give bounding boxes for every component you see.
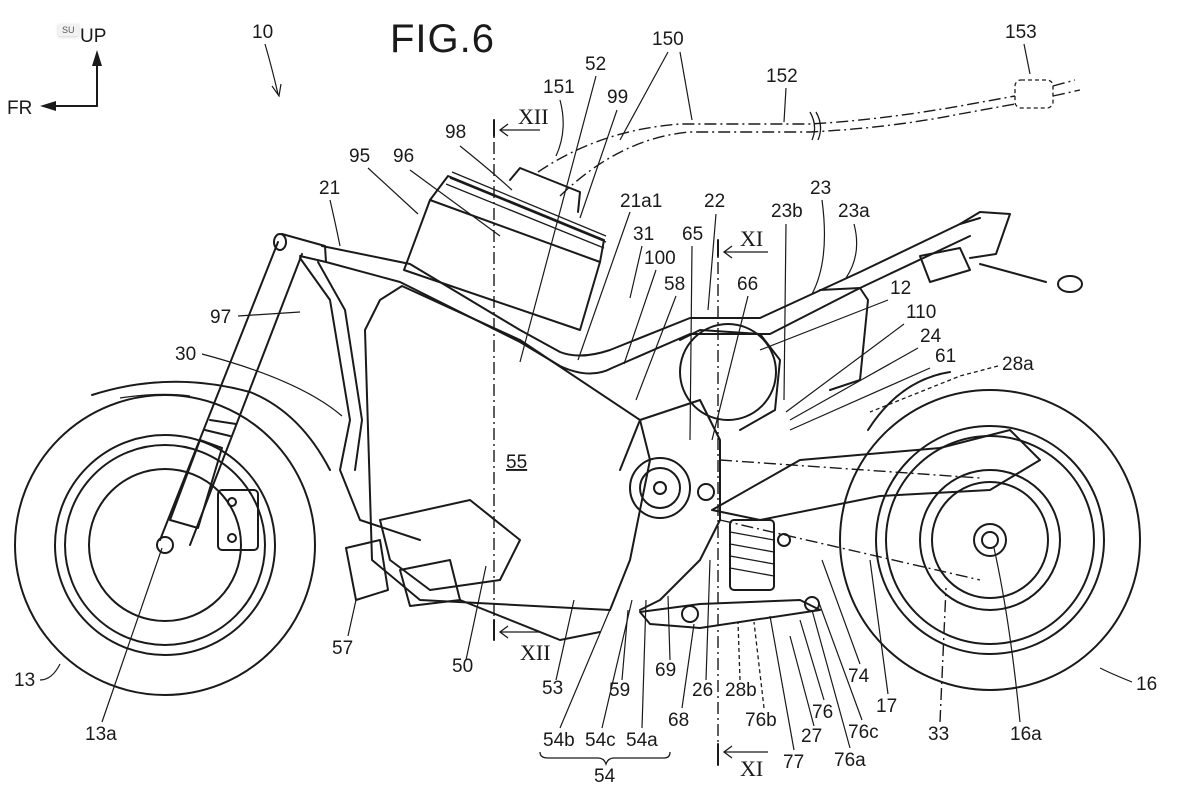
section-xi-top: XI	[740, 226, 763, 251]
section-line-xi: XI XI	[717, 226, 768, 781]
battery: 55	[364, 285, 651, 611]
ref-23a: 23a	[838, 201, 870, 222]
ref-13: 13	[14, 670, 35, 691]
pivot-assembly	[619, 399, 721, 611]
section-line-xii: XII XII	[493, 104, 551, 665]
ref-54c: 54c	[585, 730, 616, 751]
front-fork	[159, 241, 303, 551]
charging-plug	[1014, 79, 1054, 109]
ref-99: 99	[607, 87, 628, 108]
ref-69: 69	[655, 660, 676, 681]
ref-26: 26	[692, 680, 713, 701]
ref-16a: 16a	[1010, 724, 1042, 745]
ref-10: 10	[252, 22, 273, 43]
ref-24: 24	[920, 326, 942, 347]
ref-22: 22	[704, 191, 725, 212]
ref-31: 31	[633, 224, 654, 245]
ref-16: 16	[1136, 674, 1157, 695]
ref-152: 152	[766, 66, 798, 87]
rear-fender	[867, 371, 951, 431]
ref-61: 61	[935, 346, 956, 367]
ref-65: 65	[682, 224, 703, 245]
ref-58: 58	[664, 274, 685, 295]
front-arrow-icon	[40, 101, 56, 111]
ref-55: 55	[506, 452, 527, 473]
ref-23: 23	[810, 178, 831, 199]
ref-95: 95	[349, 146, 370, 167]
ref-68: 68	[668, 710, 689, 731]
ref-77: 77	[783, 752, 804, 773]
section-xii-top: XII	[518, 104, 549, 129]
ref-96: 96	[393, 146, 414, 167]
ref-54b: 54b	[543, 730, 575, 751]
ref-66: 66	[737, 274, 758, 295]
section-xi-bottom: XI	[740, 756, 763, 781]
tail-section	[919, 211, 1083, 293]
ref-50: 50	[452, 656, 473, 677]
ref-52: 52	[585, 54, 606, 75]
front-axle	[156, 536, 174, 554]
ref-74: 74	[848, 666, 870, 687]
ref-59: 59	[609, 680, 630, 701]
ref-151: 151	[543, 77, 575, 98]
ref-23b: 23b	[771, 201, 803, 222]
su-badge: SU	[58, 24, 79, 36]
ref-76c: 76c	[848, 722, 879, 743]
ref-98: 98	[445, 122, 466, 143]
ref-30: 30	[175, 344, 196, 365]
up-label: UP	[80, 26, 106, 47]
ref-153: 153	[1005, 22, 1037, 43]
ref-97: 97	[210, 307, 231, 328]
ref-150: 150	[652, 29, 684, 50]
ref-21: 21	[319, 178, 340, 199]
ref-10-leader	[264, 43, 279, 95]
front-label: FR	[7, 98, 32, 119]
ref-110: 110	[906, 302, 936, 323]
front-wheel	[14, 394, 316, 696]
upper-storage-unit	[403, 167, 607, 331]
ref-57: 57	[332, 638, 353, 659]
motor-unit	[679, 287, 869, 431]
ref-28a: 28a	[1002, 354, 1034, 375]
ref-76: 76	[812, 702, 833, 723]
ref-54a: 54a	[626, 730, 658, 751]
section-xii-bottom: XII	[520, 640, 551, 665]
reference-labels: 150 151 152 153 52 99 98 95 96 21 21a1 2…	[14, 22, 1157, 787]
rear-shock	[639, 519, 821, 629]
ref-33: 33	[928, 724, 949, 745]
ref-28b: 28b	[725, 680, 757, 701]
up-arrow-icon	[92, 50, 102, 66]
orientation-indicator: UP FR	[7, 26, 106, 119]
main-frame	[273, 217, 981, 541]
rear-axle	[973, 523, 1007, 557]
figure-title: FIG.6	[390, 17, 495, 61]
ref-54-brace	[539, 751, 671, 767]
ref-13a: 13a	[85, 724, 117, 745]
ref-12: 12	[890, 278, 911, 299]
ref-17: 17	[876, 696, 897, 717]
charging-cable	[537, 79, 1081, 197]
ref-76a: 76a	[834, 750, 866, 771]
ref-53: 53	[542, 678, 563, 699]
rear-wheel	[839, 371, 1141, 691]
turn-signal	[1057, 275, 1083, 293]
ref-27: 27	[801, 726, 822, 747]
swingarm	[711, 429, 1041, 581]
ref-54: 54	[594, 766, 616, 787]
ref-21a1: 21a1	[620, 191, 662, 212]
ref-76b: 76b	[745, 710, 777, 731]
controller-57	[345, 539, 389, 601]
lower-components	[345, 499, 601, 641]
ref-100: 100	[644, 248, 676, 269]
